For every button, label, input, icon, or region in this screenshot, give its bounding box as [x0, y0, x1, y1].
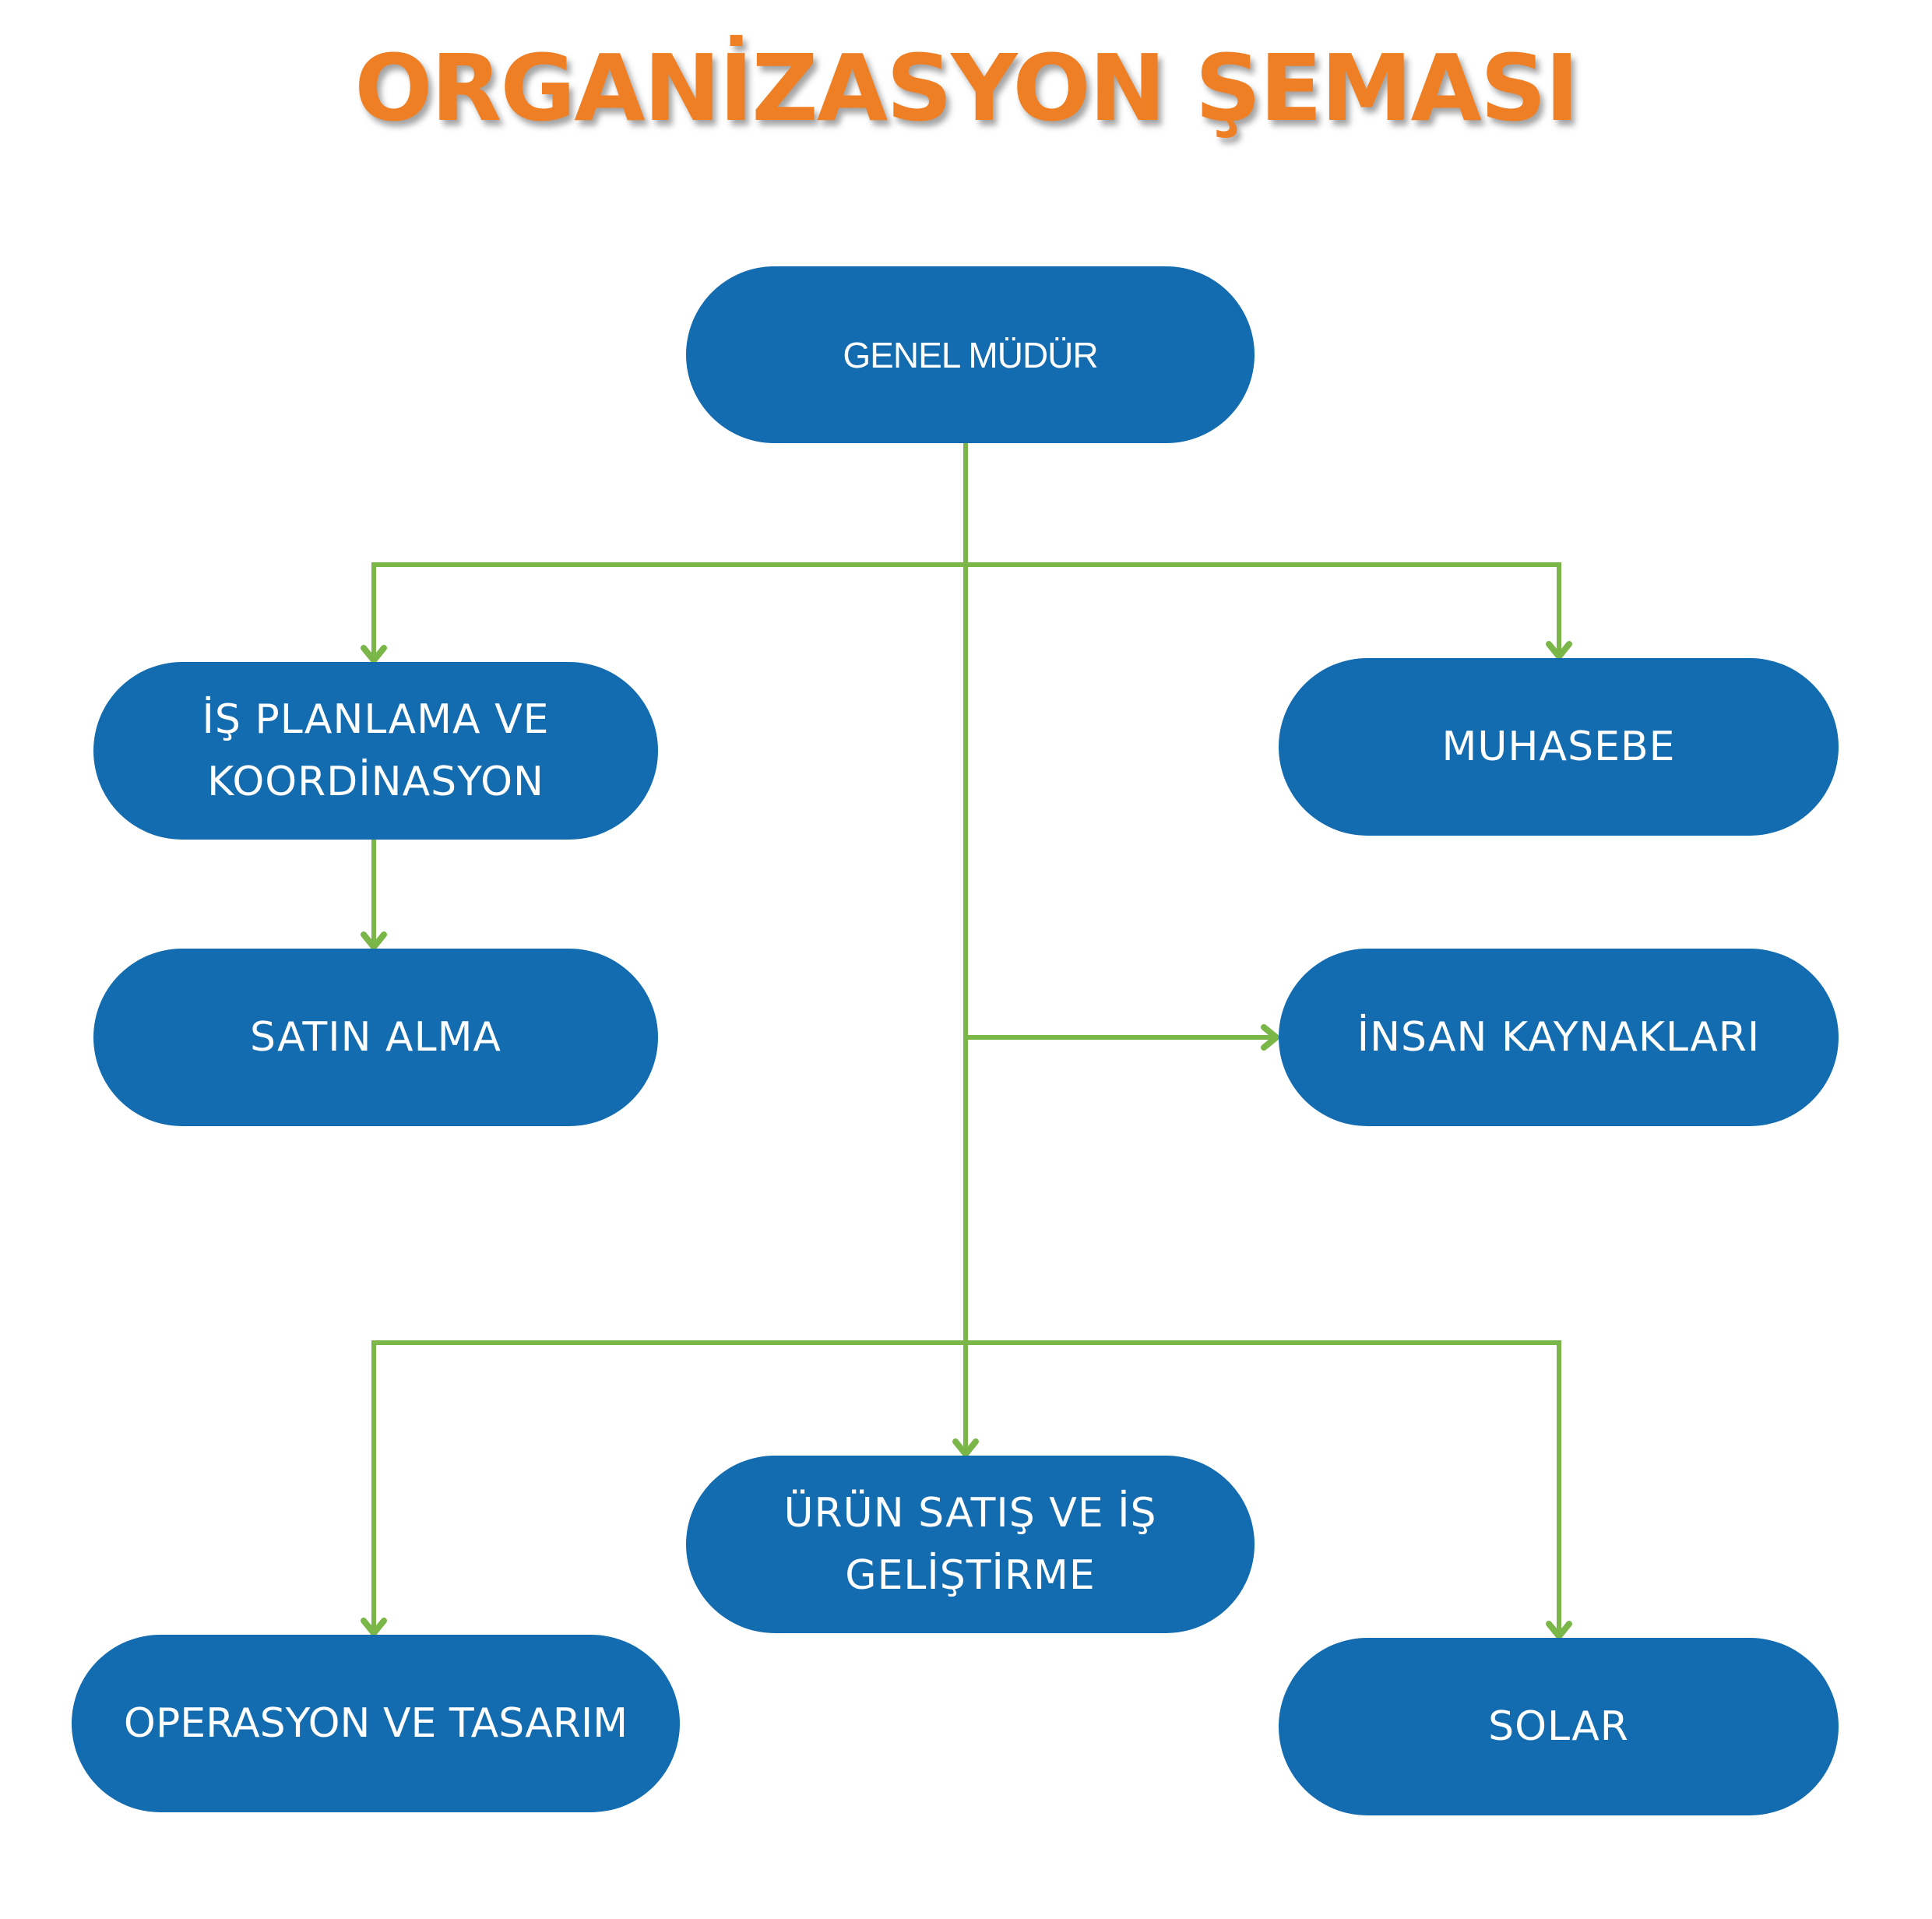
node-label: OPERASYON VE TASARIM	[123, 1700, 628, 1747]
node-urun-satis[interactable]: ÜRÜN SATIŞ VE İŞ GELİŞTİRME	[686, 1456, 1255, 1633]
connector-to-is-planlama	[371, 562, 966, 660]
node-muhasebe[interactable]: MUHASEBE	[1279, 658, 1839, 836]
node-satin-alma[interactable]: SATIN ALMA	[93, 949, 658, 1126]
node-label: SATIN ALMA	[249, 1014, 501, 1061]
arrowhead-icon	[361, 645, 387, 664]
node-label: SOLAR	[1488, 1703, 1629, 1750]
node-label: MUHASEBE	[1441, 724, 1676, 770]
arrowhead-icon	[952, 1438, 979, 1457]
node-label: GENEL MÜDÜR	[843, 334, 1098, 375]
arrowhead-icon	[361, 1618, 387, 1636]
node-label: İNSAN KAYNAKLARI	[1357, 1014, 1761, 1061]
node-solar[interactable]: SOLAR	[1279, 1638, 1839, 1815]
connector-to-operasyon	[371, 1340, 966, 1633]
arrowhead-icon	[1546, 1621, 1572, 1639]
node-label-line2: GELİŞTİRME	[845, 1552, 1096, 1599]
node-label-line1: İŞ PLANLAMA VE	[202, 696, 550, 743]
node-is-planlama[interactable]: İŞ PLANLAMA VE KOORDİNASYON	[93, 662, 658, 840]
chart-title: ORGANİZASYON ŞEMASI	[354, 34, 1579, 142]
arrowhead-icon	[1546, 641, 1572, 660]
connector-to-muhasebe	[966, 562, 1561, 657]
arrowhead-icon	[1261, 1024, 1279, 1051]
arrowhead-icon	[361, 931, 387, 950]
node-label-line1: ÜRÜN SATIŞ VE İŞ	[783, 1490, 1157, 1537]
connector-to-solar	[966, 1340, 1561, 1636]
node-genel-mudur[interactable]: GENEL MÜDÜR	[686, 266, 1255, 443]
node-operasyon[interactable]: OPERASYON VE TASARIM	[72, 1635, 680, 1812]
node-label-line2: KOORDİNASYON	[207, 759, 544, 805]
node-insan-kaynaklari[interactable]: İNSAN KAYNAKLARI	[1279, 949, 1839, 1126]
